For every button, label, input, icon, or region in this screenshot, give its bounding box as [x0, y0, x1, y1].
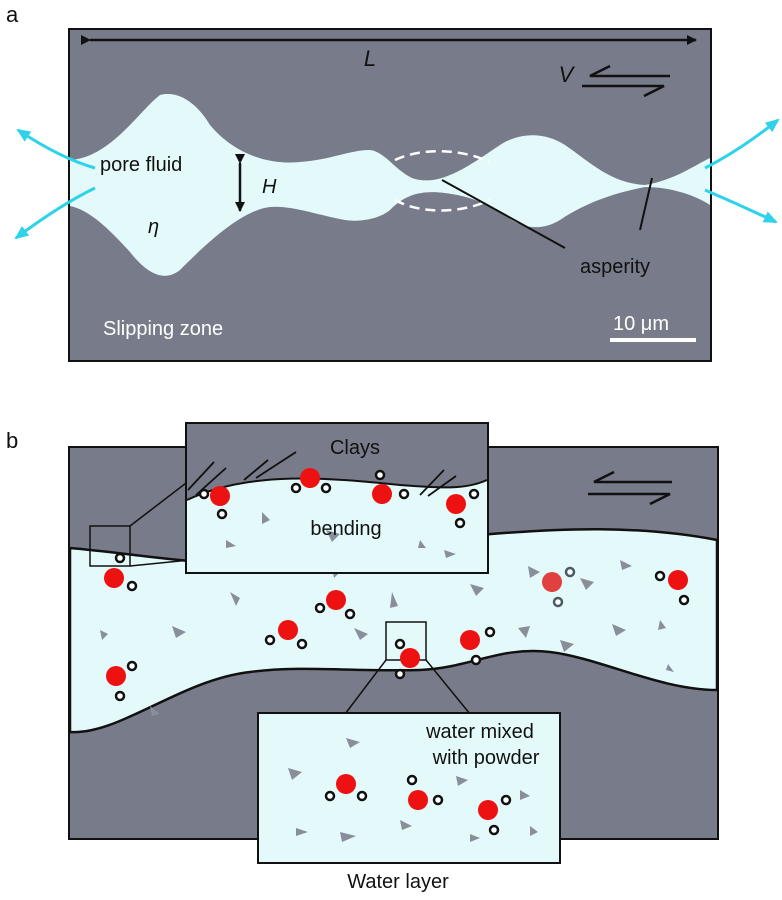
- inset-clays-subtitle: bending: [310, 518, 381, 540]
- water-layer-caption: Water layer: [347, 871, 449, 893]
- water-molecule: [106, 660, 138, 702]
- inset-clays-title: Clays: [330, 437, 380, 459]
- zoom-box-clays: [89, 525, 131, 567]
- dashed-asperity-outline: [394, 150, 491, 212]
- slipping-zone-label: Slipping zone: [103, 318, 223, 340]
- asperity-label: asperity: [580, 256, 650, 278]
- water-molecule: [460, 626, 496, 666]
- inset-clays-fluid: [187, 478, 487, 572]
- zoom-lines-bottom: [344, 659, 471, 715]
- powder-grains: [100, 560, 674, 716]
- water-molecule: [104, 552, 138, 592]
- shear-sense-arrows-b: [588, 470, 672, 506]
- shear-sense-arrows: [582, 64, 670, 98]
- water-molecule: [478, 794, 512, 836]
- inset-clays-boundary: [186, 477, 488, 501]
- water-molecule: [372, 469, 410, 504]
- pore-fluid-label: pore fluid: [100, 154, 182, 176]
- panel-a-label: a: [6, 2, 19, 27]
- viscosity-label: η: [148, 216, 159, 238]
- asperity-leader-lines: [441, 177, 653, 249]
- clay-flakes: [187, 451, 457, 497]
- panel-b-label: b: [6, 428, 18, 453]
- water-molecule: [314, 590, 356, 620]
- zoom-lines-top: [129, 479, 191, 567]
- inset-water-grains: [288, 738, 538, 842]
- water-molecule: [446, 488, 480, 529]
- water-molecule: [290, 468, 332, 494]
- water-molecule: [654, 570, 690, 606]
- fluid-outflow-arrows: [14, 118, 780, 240]
- height-label: H: [262, 176, 277, 198]
- length-label: L: [364, 46, 376, 71]
- inset-water-title-line2: with powder: [432, 747, 540, 769]
- inset-clays-grains: [226, 512, 456, 558]
- water-molecule: [394, 638, 420, 680]
- water-molecule: [198, 486, 230, 520]
- water-molecule: [406, 774, 444, 810]
- water-molecule: [324, 774, 368, 802]
- inset-water: [257, 712, 561, 864]
- pore-fluid-channel: [70, 94, 710, 276]
- inset-water-title-line1: water mixed: [425, 721, 534, 743]
- water-molecule: [264, 620, 308, 650]
- water-molecule: [542, 566, 576, 608]
- scale-bar-label: 10 μm: [613, 313, 669, 335]
- velocity-label: V: [559, 62, 576, 87]
